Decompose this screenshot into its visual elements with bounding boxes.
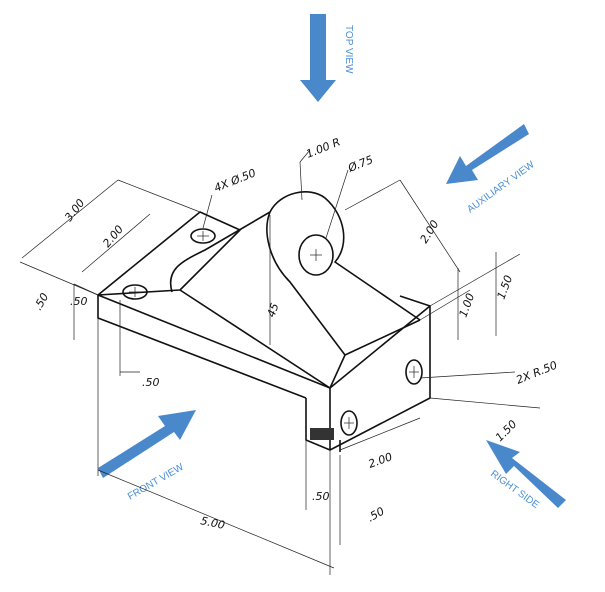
dim-overall-depth: 3.00 — [62, 197, 87, 224]
dim-lower-right-b: .50 — [365, 505, 387, 525]
dim-holes-callout: 4X Ø.50 — [212, 166, 257, 194]
dim-overall-length: 5.00 — [199, 514, 226, 532]
dimension-lines — [19, 149, 541, 575]
dim-fillet-callout: 2X R.50 — [514, 359, 559, 387]
dim-bottom-inset: .50 — [142, 376, 160, 389]
center-marks — [129, 231, 419, 429]
dim-edge-left-inner: .50 — [70, 295, 88, 308]
dim-right-overall: 1.50 — [495, 274, 516, 301]
dim-radius-top: 1.00 R — [304, 135, 342, 160]
dim-angle: 45 — [265, 301, 282, 319]
part-outline — [97, 191, 431, 452]
auxiliary-view-arrow — [446, 124, 529, 184]
dim-right-inner: 1.00 — [457, 292, 478, 319]
top-view-arrow — [300, 14, 336, 102]
dim-lower-right-a: .50 — [312, 490, 330, 503]
front-view-label: FRONT VIEW — [126, 461, 186, 502]
dim-right-depth: 1.50 — [493, 418, 520, 445]
dim-hole-spacing: 2.00 — [100, 223, 126, 250]
dim-lug-height: 2.00 — [418, 218, 442, 246]
top-view-label: TOP VIEW — [343, 25, 354, 74]
right-side-arrow — [486, 440, 566, 508]
thread-hatch — [310, 428, 334, 440]
dim-bore-diameter: Ø.75 — [345, 153, 375, 175]
auxiliary-view-label: AUXILIARY VIEW — [465, 159, 537, 215]
dim-edge-left: .50 — [31, 291, 51, 313]
dim-right-width: 2.00 — [367, 450, 394, 471]
front-view-arrow — [98, 410, 196, 478]
